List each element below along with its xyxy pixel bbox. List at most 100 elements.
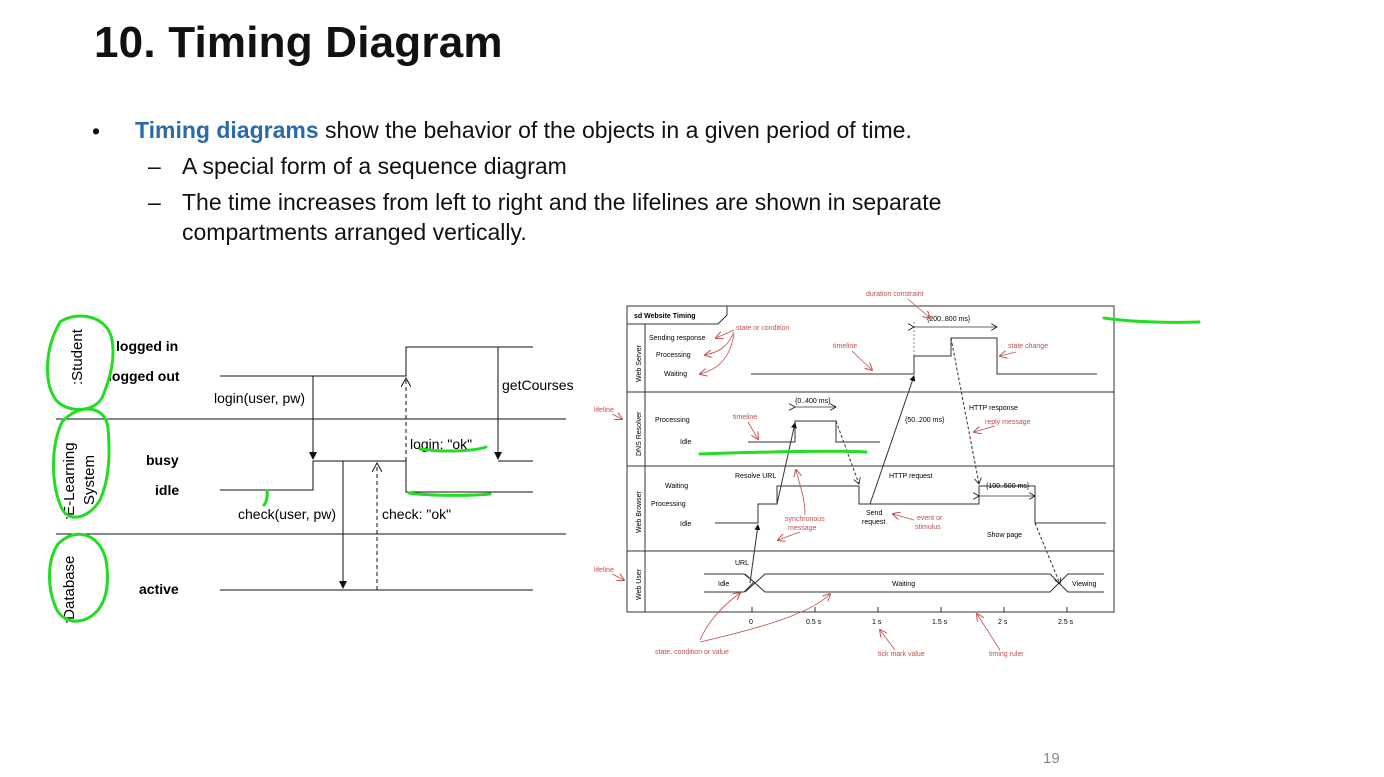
tick-label-4: 2 s [998,619,1008,626]
state-busy: busy [146,452,179,468]
timing-ruler: 0 0.5 s 1 s 1.5 s 2 s 2.5 s [749,607,1074,626]
lifeline-database: :Database [61,556,78,624]
lifeline-web-browser: Web Browser [636,490,643,533]
annot-reply: reply message [985,419,1031,426]
annot-duration: duration constraint [866,291,924,298]
annot-lifeline-bottom: lifeline [594,567,614,574]
callout-leaders [611,298,1017,651]
user-state-viewing: Viewing [1072,581,1096,588]
annot-state-value: state, condition or value [655,649,729,656]
dns-state-processing: Processing [655,417,690,424]
sub-marker-2: – [148,189,161,215]
tick-label-1: 0.5 s [806,619,822,626]
label-http-request: HTTP request [889,473,932,480]
user-timeline-top [744,573,1104,593]
label-login-ok: login: "ok" [410,436,472,452]
label-send-1: Send [866,510,882,517]
user-timeline-bottom [744,573,1104,593]
lifeline-web-user: Web User [636,568,643,600]
bullet-marker: • [92,118,101,144]
state-logged-in: logged in [116,338,178,354]
frame [626,305,1115,613]
callouts: duration constraint state or condition t… [594,291,1048,658]
annot-lifeline-top: lifeline [594,407,614,414]
dns-state-idle: Idle [680,439,691,446]
lifeline-student: :Student [69,328,86,385]
highlight-top-right [1102,316,1201,324]
frame-title: sd Website Timing [634,313,696,320]
label-check-ok: check: "ok" [382,506,451,522]
annot-timeline-top: timeline [833,343,857,350]
highlight-tick [262,489,269,507]
annot-timeline-mid: timeline [733,414,757,421]
user-state-idle: Idle [718,581,729,588]
page-number: 19 [1043,750,1060,767]
label-check: check(user, pw) [238,506,336,522]
highlight-dns-line [698,449,868,456]
highlight-system [52,407,111,519]
msg-http-request [869,375,916,505]
lifeline-dns-resolver: DNS Resolver [636,411,643,456]
sub-bullet-2-line-1: The time increases from left to right an… [182,189,942,215]
ws-state-waiting: Waiting [664,371,687,378]
constraint-c4: {100..500 ms} [986,483,1030,490]
state-active: active [139,581,179,597]
wb-state-waiting: Waiting [665,483,688,490]
left-timing-diagram: :Student :E-Learning System :Database lo… [56,328,574,624]
annot-event-1: event or [917,515,943,522]
tick-label-0: 0 [749,619,753,626]
lifeline-web-server: Web Server [636,345,643,382]
msg-url [749,524,761,584]
bullet-main: Timing diagrams show the behavior of the… [135,116,912,144]
bullet-highlight: Timing diagrams [135,117,319,143]
green-annotations-right [698,316,1201,456]
wb-state-idle: Idle [680,521,691,528]
ws-state-processing: Processing [656,352,691,359]
highlight-login-ok [418,445,488,453]
annot-tick-mark: tick mark value [878,651,925,658]
wb-state-processing: Processing [651,501,686,508]
slide-title: 10. Timing Diagram [94,18,503,67]
sub-marker-1: – [148,153,161,179]
lifeline-elearning-line2: System [81,455,98,505]
label-login: login(user, pw) [214,390,305,406]
highlight-idle-line [407,491,492,497]
tick-label-3: 1.5 s [932,619,948,626]
dns-timeline [748,420,880,443]
annot-event-2: stimulus [915,524,941,531]
annot-timing-ruler: timing ruler [989,651,1024,658]
msg-show-page [1034,522,1060,584]
annot-sync-2: message [788,525,817,532]
label-resolve-url: Resolve URL [735,473,776,480]
label-send-2: request [862,519,885,526]
highlight-database [48,532,109,623]
state-idle: idle [155,482,179,498]
label-show-page: Show page [987,532,1022,539]
label-get-courses: getCourses [502,377,574,393]
sub-bullet-1: A special form of a sequence diagram [182,153,567,179]
lifeline-elearning-line1: :E-Learning [61,442,78,520]
annot-state: state or condition [736,325,789,332]
frame-tab [627,306,728,325]
state-logged-out: logged out [108,368,180,384]
system-timeline [220,460,533,493]
label-url: URL [735,560,749,567]
annot-sync-1: synchronous [785,516,825,523]
web-server-timeline [751,337,1097,375]
annot-state-change: state change [1008,343,1048,350]
constraint-c3: {200..800 ms} [927,316,971,323]
browser-timeline [715,485,1106,524]
constraint-c1: {0..400 ms} [795,398,831,405]
highlight-student [46,314,115,411]
tick-label-2: 1 s [872,619,882,626]
constraint-c2: {50..200 ms} [905,417,945,424]
student-timeline [220,346,533,377]
green-annotations-left [46,314,492,623]
right-timing-diagram: sd Website Timing Web Server DNS Resolve… [594,291,1115,658]
label-http-response: HTTP response [969,405,1018,412]
sub-bullet-2-line-2: compartments arranged vertically. [182,219,527,245]
user-state-waiting: Waiting [892,581,915,588]
msg-resolve-url [776,422,797,505]
tick-label-5: 2.5 s [1058,619,1074,626]
